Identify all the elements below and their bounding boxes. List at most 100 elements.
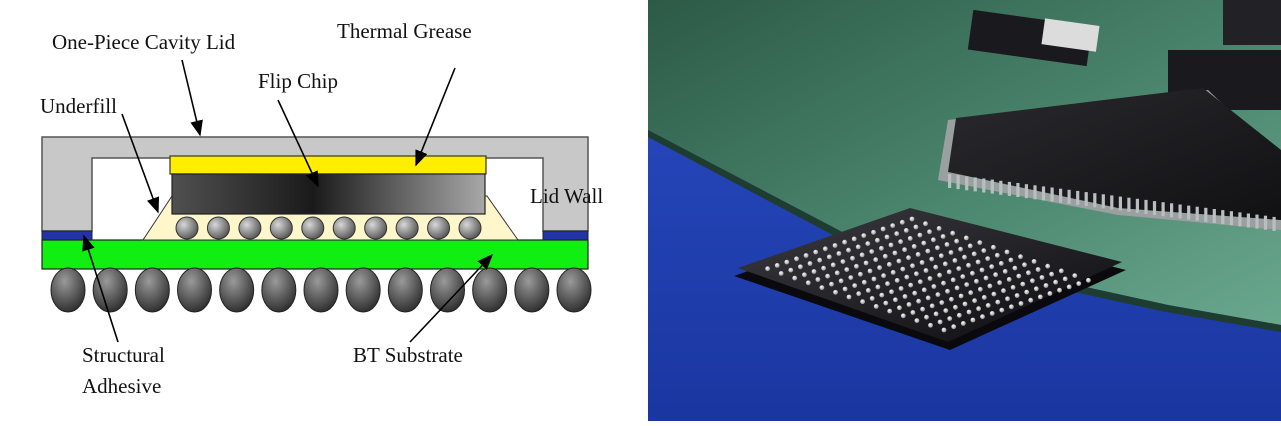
bga-ball xyxy=(889,289,894,295)
solder-ball xyxy=(303,267,339,313)
bga-ball xyxy=(881,273,886,279)
bga-ball xyxy=(931,237,936,243)
bga-ball xyxy=(1018,301,1024,306)
bga-ball xyxy=(822,246,828,252)
bga-ball xyxy=(944,242,950,247)
bga-ball xyxy=(935,245,940,251)
bga-ball xyxy=(916,298,921,304)
bga-ball xyxy=(852,283,858,288)
bga-ball xyxy=(879,292,885,298)
bga-ball xyxy=(919,260,925,265)
bga-ball xyxy=(910,263,915,269)
bga-ball xyxy=(825,273,830,279)
bga-ball xyxy=(1006,277,1012,282)
bga-ball xyxy=(942,261,948,267)
bga-ball xyxy=(815,277,821,282)
thermal-grease xyxy=(169,155,487,175)
qfp-pin xyxy=(1263,215,1268,230)
bt-substrate xyxy=(41,239,589,270)
qfp-pin xyxy=(990,179,994,194)
qfp-pin xyxy=(1059,188,1063,203)
bga-ball xyxy=(844,267,850,272)
bga-ball xyxy=(929,303,935,309)
qfp-pin xyxy=(1204,207,1208,222)
bga-ball xyxy=(838,278,844,284)
label-structural: Structural xyxy=(82,343,165,367)
qfp-pin xyxy=(1067,189,1071,204)
solder-bump xyxy=(269,216,293,240)
bga-ball xyxy=(925,295,931,301)
label-one-piece-cavity-lid: One-Piece Cavity Lid xyxy=(52,30,236,54)
bga-ball xyxy=(951,324,957,330)
bga-ball xyxy=(1024,289,1030,295)
bga-ball xyxy=(807,261,813,266)
qfp-pin xyxy=(965,176,969,191)
bga-ball xyxy=(883,300,889,306)
bga-ball xyxy=(1009,304,1014,310)
bga-ball xyxy=(931,284,937,289)
bga-ball xyxy=(983,275,989,281)
bga-ball xyxy=(836,251,842,256)
qfp-chip xyxy=(938,88,1281,231)
bga-ball xyxy=(962,301,968,307)
label-adhesive: Adhesive xyxy=(82,374,161,398)
bga-ball xyxy=(794,256,799,262)
bga-ball xyxy=(981,248,987,254)
bga-ball xyxy=(871,276,877,282)
bga-ball xyxy=(906,255,911,261)
bga-ball xyxy=(906,302,912,307)
bga-ball xyxy=(833,289,838,295)
bga-ball xyxy=(950,230,956,236)
bga-ball xyxy=(950,277,956,283)
bga-ball xyxy=(788,267,794,273)
solder-ball xyxy=(92,267,128,313)
bga-ball xyxy=(897,305,902,311)
bga-ball xyxy=(958,246,963,252)
bga-ball xyxy=(941,327,947,333)
bga-ball xyxy=(914,271,919,277)
bga-ball xyxy=(980,314,985,320)
bga-ball xyxy=(938,253,944,259)
bga-ball xyxy=(784,259,790,265)
solder-ball xyxy=(472,267,508,313)
solder-ball xyxy=(430,267,465,313)
qfp-pin xyxy=(1178,204,1182,219)
qfp-pin xyxy=(956,175,960,190)
bga-ball xyxy=(819,285,825,290)
bga-ball xyxy=(997,280,1002,286)
bga-ball xyxy=(937,272,942,278)
bga-ball xyxy=(909,216,915,222)
bga-ball xyxy=(1001,288,1006,294)
bga-ball xyxy=(1045,263,1051,269)
arrow-underfill xyxy=(121,113,160,214)
bga-ball xyxy=(913,224,919,230)
qfp-pin xyxy=(1033,185,1037,200)
bga-ball xyxy=(875,284,881,290)
qfp-pin xyxy=(1041,186,1046,201)
bga-ball xyxy=(1018,254,1023,260)
label-underfill: Underfill xyxy=(40,94,117,118)
qfp-pin xyxy=(1238,212,1242,227)
bga-ball xyxy=(937,319,943,325)
bga-ball xyxy=(945,288,950,294)
bga-ball xyxy=(882,253,888,259)
bga-ball xyxy=(907,236,913,241)
bga-ball xyxy=(894,231,900,237)
bga-ball xyxy=(933,311,939,317)
small-chip-label-icon xyxy=(1041,18,1100,52)
arrow-flip-chip xyxy=(277,99,319,188)
bga-ball xyxy=(960,321,966,326)
bga-ball xyxy=(935,292,941,297)
solder-ball xyxy=(177,267,212,313)
bga-ball xyxy=(830,262,836,268)
bga-ball xyxy=(892,250,898,256)
arrow-structural-adhesive xyxy=(82,234,119,343)
bga-ball xyxy=(873,257,879,263)
bga-ball xyxy=(927,229,932,235)
bga-ball xyxy=(927,276,933,281)
bga-ball xyxy=(971,251,977,257)
bga-ball xyxy=(917,232,923,238)
bga-ball xyxy=(867,268,873,274)
bga-ball xyxy=(958,293,964,299)
arrow-bt-substrate xyxy=(409,253,494,343)
